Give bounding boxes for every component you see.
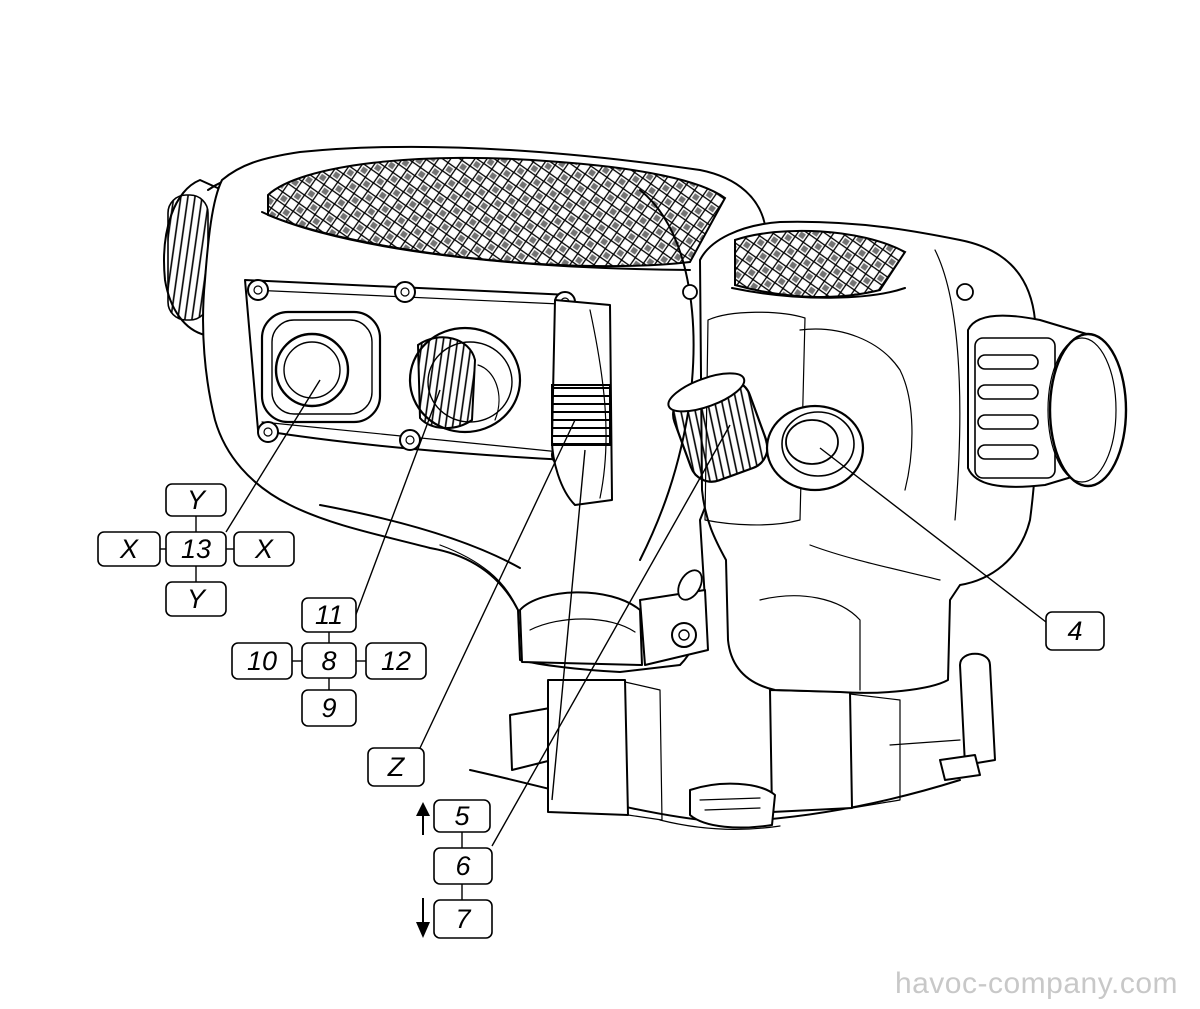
label-text: 5 xyxy=(454,801,470,831)
label-9: 9 xyxy=(301,689,357,727)
label-text: 8 xyxy=(321,646,336,676)
label-text: 4 xyxy=(1067,616,1082,646)
label-x-right: X xyxy=(233,531,295,567)
label-12: 12 xyxy=(365,642,427,680)
label-text: Y xyxy=(187,485,207,515)
right-grip-housing xyxy=(667,220,1128,694)
label-5: 5 xyxy=(433,799,491,833)
label-text: 6 xyxy=(455,851,471,881)
label-13: 13 xyxy=(165,531,227,567)
label-text: Z xyxy=(387,752,406,782)
label-y-top: Y xyxy=(165,483,227,517)
label-text: 10 xyxy=(247,646,277,676)
label-text: 13 xyxy=(181,534,211,564)
down-arrow-icon xyxy=(416,898,430,938)
watermark-text: havoc-company.com xyxy=(895,967,1178,1000)
label-4: 4 xyxy=(1045,611,1105,651)
base-assembly xyxy=(469,652,996,830)
leader-lines xyxy=(160,379,1047,900)
label-6: 6 xyxy=(433,847,493,885)
up-arrow-icon xyxy=(416,802,430,835)
label-text: 11 xyxy=(315,600,343,630)
label-8: 8 xyxy=(301,642,357,679)
label-text: X xyxy=(119,534,139,564)
label-text: X xyxy=(254,534,274,564)
label-11: 11 xyxy=(301,597,357,633)
label-y-bottom: Y xyxy=(165,581,227,617)
label-text: 7 xyxy=(455,904,471,934)
label-10: 10 xyxy=(231,642,293,680)
label-text: 9 xyxy=(321,693,336,723)
label-text: 12 xyxy=(381,646,411,676)
label-7: 7 xyxy=(433,899,493,939)
left-grip-housing xyxy=(163,145,766,673)
label-text: Y xyxy=(187,584,207,614)
label-x-left: X xyxy=(97,531,161,567)
label-z: Z xyxy=(367,747,425,787)
